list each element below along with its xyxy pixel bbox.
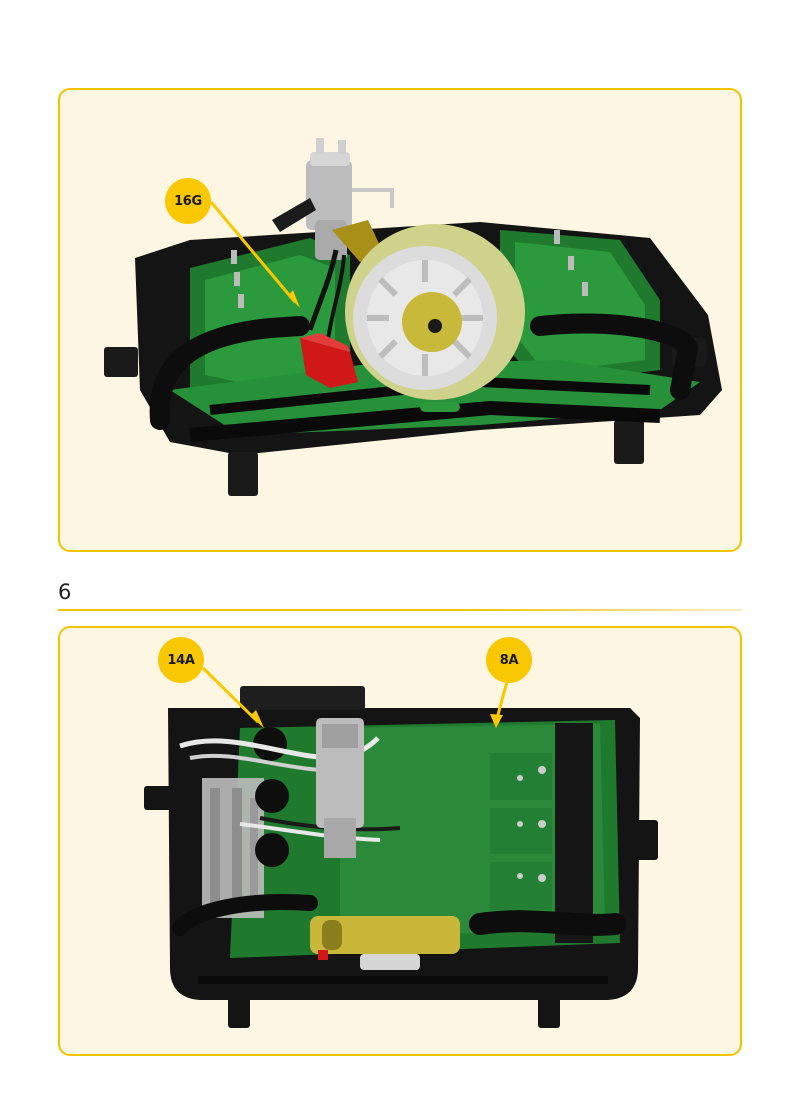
callout-label: 16G — [174, 193, 202, 209]
engine-3d-illustration — [104, 138, 722, 496]
engine-top-view-illustration — [144, 666, 658, 1028]
illustration-panel-top: 16G — [58, 88, 742, 552]
callout-14A: 14A — [158, 637, 204, 683]
callout-16G: 16G — [165, 178, 211, 224]
callout-label: 8A — [499, 652, 519, 668]
illustration-panel-bottom: 14A 8A — [58, 626, 742, 1056]
step-divider — [58, 609, 742, 611]
callout-8A: 8A — [486, 637, 532, 683]
callout-label: 14A — [167, 652, 195, 668]
step-number: 6 — [58, 580, 72, 604]
